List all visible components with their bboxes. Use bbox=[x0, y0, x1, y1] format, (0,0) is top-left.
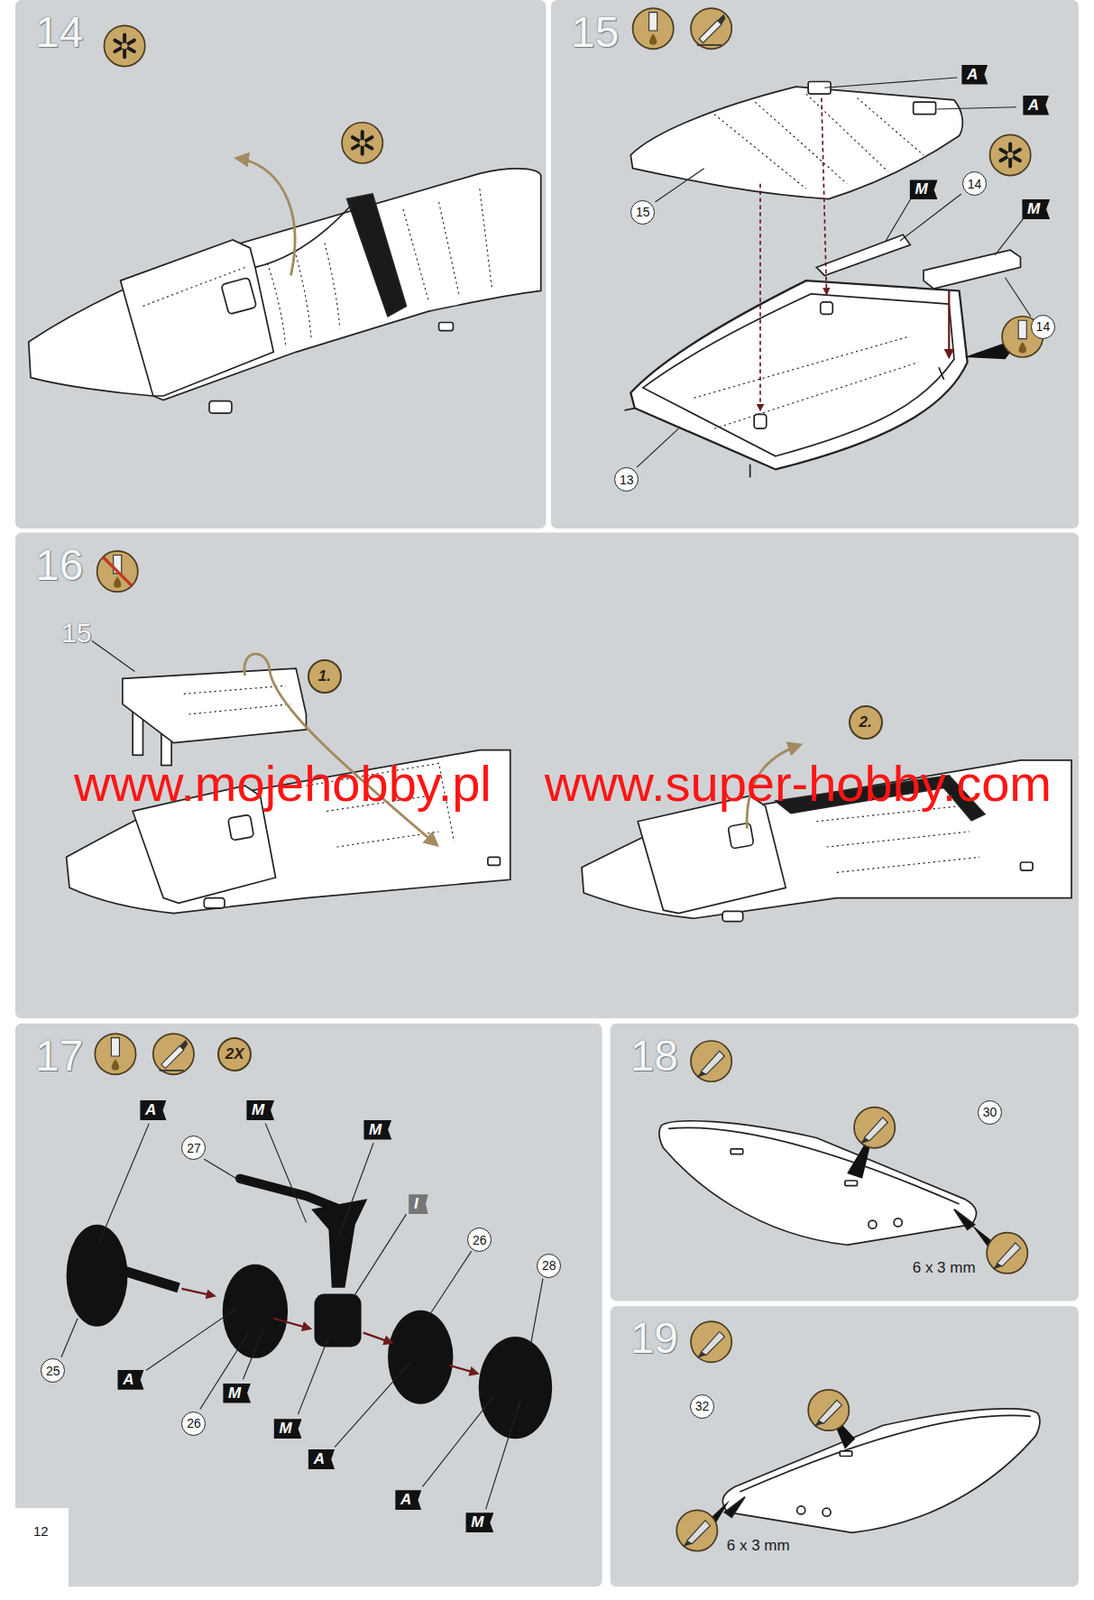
callout-text: 26 bbox=[186, 1416, 202, 1430]
cut-icon bbox=[854, 1107, 895, 1149]
callout-number: 28 bbox=[536, 1253, 561, 1278]
callout-number: 13 bbox=[614, 467, 639, 492]
step-badge: 2X bbox=[217, 1037, 252, 1072]
cut-icon bbox=[690, 1040, 732, 1082]
callout-text: 26 bbox=[472, 1233, 488, 1247]
float-32 bbox=[722, 1408, 1040, 1533]
paint-code-flag: M bbox=[465, 1512, 494, 1533]
step-panel: 14 bbox=[15, 0, 546, 529]
paint-code-flag: A bbox=[395, 1489, 422, 1510]
cut-icon bbox=[690, 1321, 732, 1362]
fuselage-step14 bbox=[28, 157, 542, 414]
callout-text: 30 bbox=[983, 1105, 998, 1119]
paint-code-flag: I bbox=[408, 1194, 429, 1214]
step-panel: 15 14 15 14 13 bbox=[551, 0, 1079, 529]
callout-number: 26 bbox=[181, 1411, 206, 1436]
glue-icon bbox=[633, 8, 674, 49]
callout-number: 32 bbox=[689, 1394, 715, 1419]
paint-icon bbox=[153, 1033, 194, 1075]
canopy-parts bbox=[624, 82, 1021, 479]
paint-code-flag: A bbox=[1022, 95, 1049, 116]
glue-icon bbox=[94, 1033, 136, 1075]
float-30 bbox=[659, 1121, 977, 1245]
part-number: 15 bbox=[61, 619, 92, 647]
cut-icon bbox=[986, 1232, 1028, 1274]
paint-code-flag: A bbox=[308, 1449, 335, 1470]
step-number: 14 bbox=[35, 10, 83, 55]
paint-code-flag: M bbox=[363, 1120, 392, 1140]
cut-icon bbox=[676, 1509, 718, 1551]
step-number: 15 bbox=[570, 10, 619, 55]
paint-code-flag: M bbox=[1021, 199, 1050, 220]
dimension: 6 x 3 mm bbox=[726, 1536, 791, 1555]
paint-code-flag: M bbox=[222, 1383, 251, 1404]
callout-text: 25 bbox=[45, 1364, 61, 1378]
step-panel: 1932 bbox=[610, 1305, 1079, 1587]
step-number: 18 bbox=[630, 1034, 679, 1078]
glue-sparingly-icon bbox=[341, 122, 383, 164]
paint-code-flag: M bbox=[246, 1100, 275, 1121]
paint-code-flag: A bbox=[117, 1369, 144, 1390]
callout-text: 32 bbox=[695, 1399, 710, 1413]
watermark: www.mojehobby.pl bbox=[73, 758, 492, 810]
dimension: 6 x 3 mm bbox=[912, 1259, 976, 1278]
step-panel: 1830 bbox=[610, 1023, 1079, 1302]
paint-code-flag: A bbox=[961, 64, 988, 85]
step-badge: 2. bbox=[848, 705, 883, 740]
step-panels bbox=[15, 0, 1079, 1591]
callout-number: 14 bbox=[962, 171, 987, 196]
callout-text: 14 bbox=[1036, 320, 1051, 333]
leader-lines bbox=[61, 1123, 543, 1510]
step-number: 19 bbox=[630, 1316, 679, 1361]
callout-text: 14 bbox=[967, 177, 983, 191]
step-number: 16 bbox=[35, 543, 83, 588]
callout-text: 15 bbox=[635, 205, 651, 219]
paint-code-flag: A bbox=[139, 1100, 166, 1121]
page-number: 12 bbox=[33, 1523, 49, 1539]
callout-number: 30 bbox=[977, 1100, 1003, 1125]
watermark: www.super-hobby.com bbox=[544, 758, 1052, 810]
paint-icon bbox=[690, 8, 732, 49]
callout-text: 27 bbox=[186, 1141, 202, 1155]
landing-gear bbox=[66, 1178, 553, 1440]
callout-number: 26 bbox=[467, 1227, 492, 1252]
paint-code-flag: M bbox=[909, 179, 938, 200]
step-panel: 17 27 26 28 25 26 bbox=[15, 1023, 603, 1588]
callout-text: 13 bbox=[619, 473, 635, 487]
callout-number: 27 bbox=[181, 1135, 206, 1160]
cut-icon bbox=[808, 1389, 849, 1431]
leader-lines bbox=[636, 77, 1031, 468]
callout-number: 14 bbox=[1030, 314, 1056, 340]
callout-text: 28 bbox=[542, 1259, 557, 1272]
callout-number: 15 bbox=[630, 200, 655, 225]
step-number: 17 bbox=[35, 1034, 83, 1078]
callout-number: 25 bbox=[40, 1358, 65, 1383]
step-badge: 1. bbox=[307, 659, 342, 694]
paint-code-flag: M bbox=[273, 1418, 302, 1439]
glue-sparingly-icon bbox=[103, 25, 145, 66]
fuselage-step16 bbox=[66, 641, 1072, 922]
no-glue-icon bbox=[97, 551, 138, 592]
glue-sparingly-icon bbox=[990, 134, 1031, 175]
